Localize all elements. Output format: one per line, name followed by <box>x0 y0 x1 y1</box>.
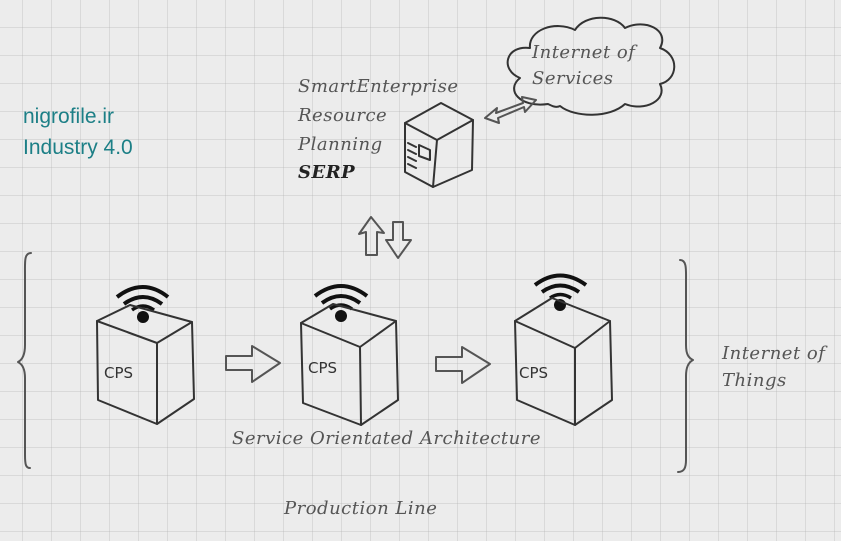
arrow-right-icon <box>225 345 281 383</box>
soa-label: Service Orientated Architecture <box>232 428 542 449</box>
cloud-label-line1: Internet of <box>532 42 636 63</box>
iot-label-line2: Things <box>722 370 787 391</box>
serp-acronym: SERP <box>298 162 356 183</box>
double-arrow-icon <box>484 96 537 124</box>
right-curly-brace <box>677 259 694 473</box>
cloud-icon <box>506 16 676 116</box>
server-icon <box>404 102 474 188</box>
wifi-icon <box>533 273 588 311</box>
wifi-icon <box>313 284 369 322</box>
arrow-up-down-icon <box>358 216 412 259</box>
serp-label-line1: SmartEnterprise <box>298 76 459 97</box>
cloud-label-line2: Services <box>532 68 614 89</box>
watermark-subtitle: Industry 4.0 <box>23 136 133 159</box>
cps-label: CPS <box>308 359 337 377</box>
left-curly-brace <box>17 252 32 469</box>
iot-label-line1: Internet of <box>722 343 826 364</box>
serp-label-line2: Resource <box>298 105 388 126</box>
wifi-icon <box>115 285 170 323</box>
cps-label: CPS <box>519 364 548 382</box>
cps-node-1: CPS <box>96 285 195 425</box>
arrow-right-icon <box>435 346 491 384</box>
cps-label: CPS <box>104 364 133 382</box>
cps-node-3: CPS <box>514 273 613 426</box>
cps-node-2: CPS <box>300 284 399 426</box>
production-line-label: Production Line <box>284 498 438 519</box>
watermark-site: nigrofile.ir <box>23 105 115 128</box>
serp-label-line3: Planning <box>298 134 383 155</box>
